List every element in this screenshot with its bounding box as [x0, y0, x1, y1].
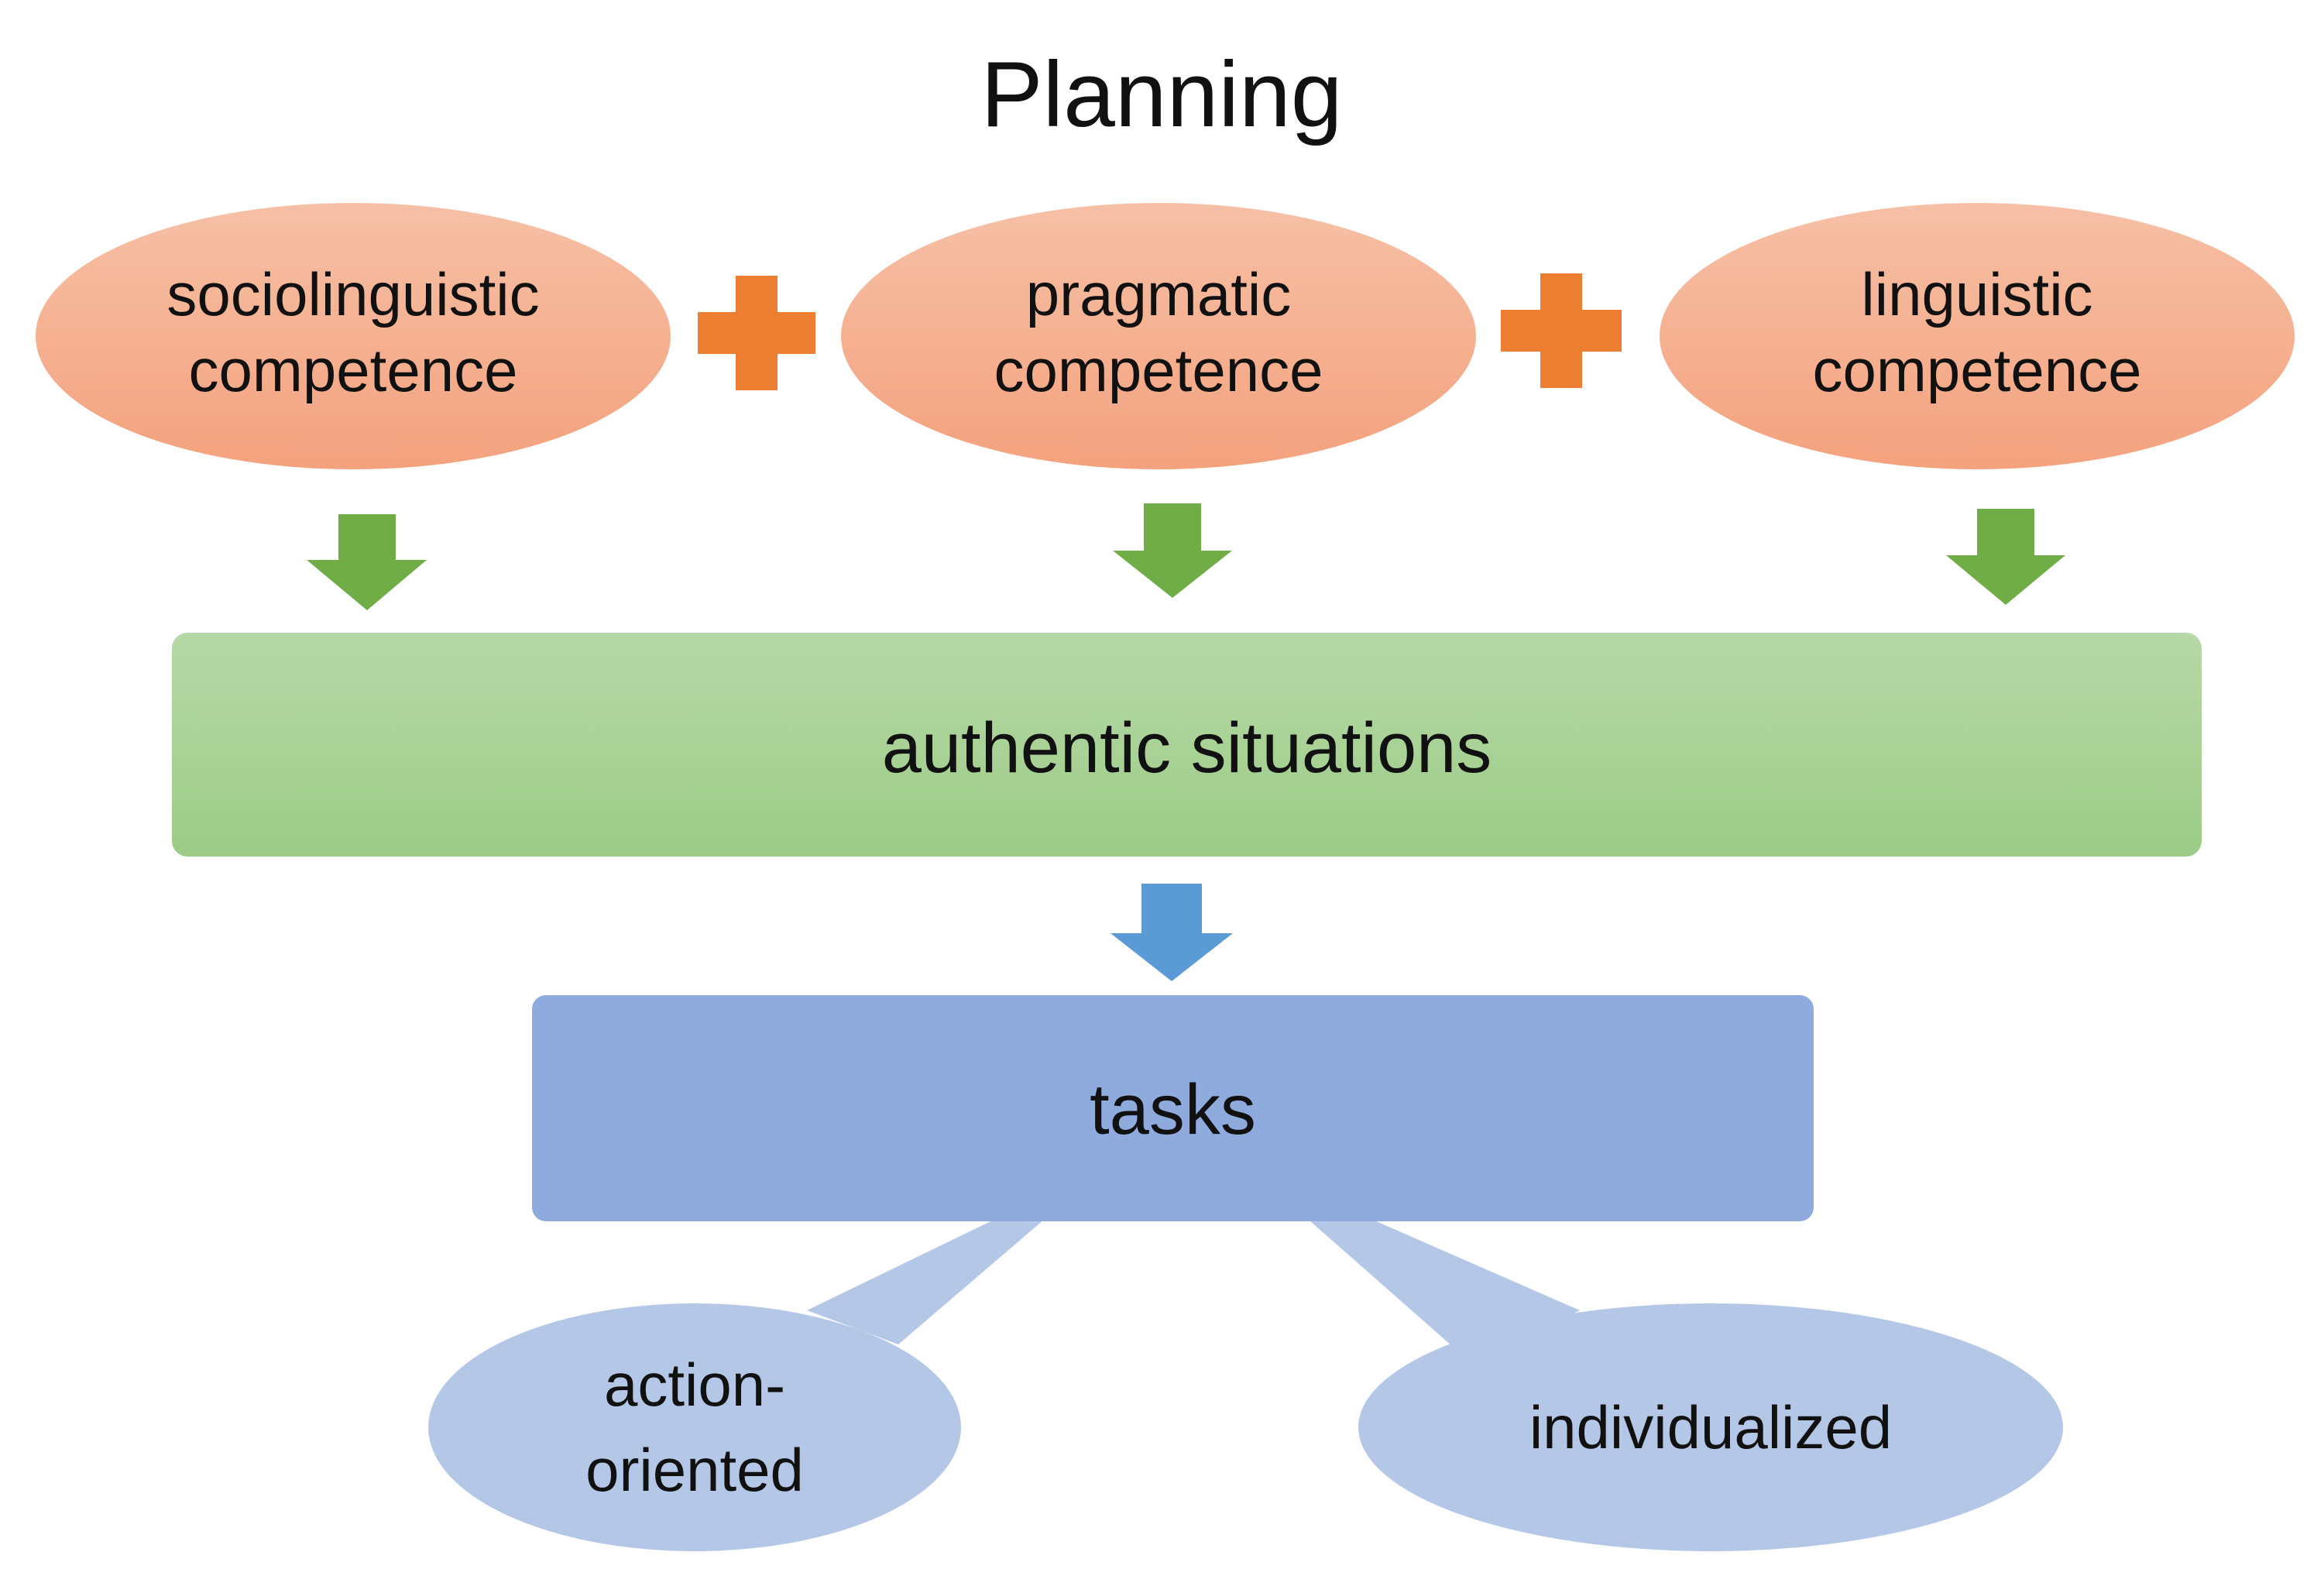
tasks-label: tasks — [1090, 1070, 1256, 1149]
task-quality-line: oriented — [585, 1436, 804, 1504]
competence-label-line: competence — [188, 336, 518, 404]
authentic-situations-label: authentic situations — [881, 709, 1492, 788]
arrow-down-icon — [1111, 884, 1233, 981]
task-quality-individualized: individualized — [1529, 1393, 1893, 1461]
competence-label-line: pragmatic — [1025, 260, 1292, 328]
callout-bubble-action-oriented — [428, 1303, 961, 1551]
competence-ellipse-pragmatic — [841, 203, 1476, 469]
task-quality-action-oriented: action- oriented — [462, 1342, 927, 1512]
competence-label-line: competence — [1812, 336, 2142, 404]
plus-icon — [1501, 273, 1622, 388]
competence-label-line: linguistic — [1861, 260, 2093, 328]
diagram-title: Planning — [980, 43, 1343, 146]
task-quality-line: action- — [603, 1351, 786, 1419]
plus-icon — [698, 276, 815, 390]
competence-ellipse-linguistic — [1660, 203, 2295, 469]
arrow-down-icon — [1113, 503, 1232, 598]
authentic-situations-box — [172, 633, 2202, 857]
competence-label-sociolinguistic: sociolinguistic competence — [82, 256, 624, 408]
competence-label-line: competence — [994, 336, 1323, 404]
competence-label-line: sociolinguistic — [166, 260, 540, 328]
arrow-down-icon — [1946, 509, 2065, 605]
competence-label-pragmatic: pragmatic competence — [887, 256, 1430, 408]
competence-label-linguistic: linguistic competence — [1706, 256, 2248, 408]
arrow-down-icon — [307, 514, 427, 610]
callout-bubble-individualized — [1358, 1303, 2063, 1551]
tasks-box — [532, 995, 1814, 1221]
competence-ellipse-sociolinguistic — [36, 203, 671, 469]
